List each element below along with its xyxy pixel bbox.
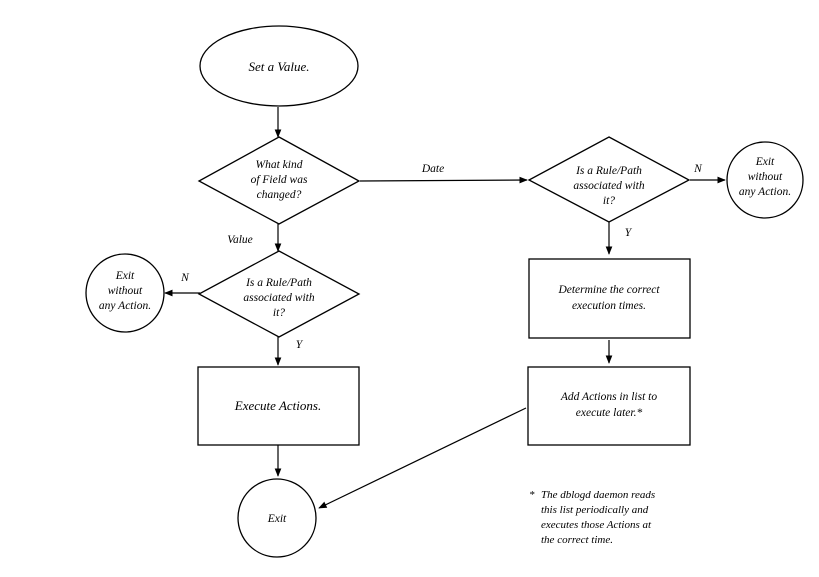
- footnote-line-1: The dblogd daemon reads: [541, 489, 655, 501]
- start-ellipse: [199, 25, 359, 107]
- add-actions-line-2: execute later.*: [576, 407, 643, 419]
- value-rule-decision: [197, 250, 361, 338]
- add-actions-box: [527, 366, 691, 446]
- exit-left-line-2: without: [108, 285, 143, 297]
- footnote-star: *: [529, 489, 535, 501]
- exit-left-line-3: any Action.: [99, 300, 151, 312]
- execute-actions-label: Execute Actions.: [234, 398, 321, 413]
- value-edge-label: Value: [227, 234, 253, 246]
- start-label: Set a Value.: [248, 59, 309, 74]
- exit-left-circle: [85, 253, 165, 333]
- determine-times-box: [528, 258, 691, 339]
- date-rule-line-3: it?: [603, 195, 615, 207]
- determine-times-line-1: Determine the correct: [557, 284, 660, 296]
- determine-times-line-2: execution times.: [572, 300, 646, 312]
- date-rule-decision: [527, 136, 691, 223]
- field-kind-line-2: of Field was: [251, 174, 308, 186]
- exit-left-line-1: Exit: [115, 270, 135, 282]
- execute-actions-box: [197, 366, 360, 446]
- right-yes-label: Y: [625, 227, 633, 239]
- footnote-line-4: the correct time.: [541, 534, 613, 546]
- add-actions-line-1: Add Actions in list to: [560, 391, 658, 403]
- left-no-label: N: [180, 272, 190, 284]
- exit-right-line-2: without: [748, 171, 783, 183]
- value-rule-line-1: Is a Rule/Path: [245, 277, 312, 289]
- left-yes-label: Y: [296, 339, 304, 351]
- field-kind-line-1: What kind: [256, 159, 303, 171]
- exit-right-circle: [726, 141, 804, 219]
- value-rule-line-3: it?: [273, 307, 285, 319]
- field-kind-decision: [197, 136, 361, 225]
- right-no-label: N: [693, 163, 703, 175]
- value-rule-line-2: associated with: [243, 292, 314, 304]
- edge-add-to-exit: [318, 407, 527, 509]
- footnote-line-2: this list periodically and: [541, 504, 649, 516]
- exit-right-line-1: Exit: [755, 156, 775, 168]
- edge-date: [359, 176, 528, 184]
- date-edge-label: Date: [421, 163, 444, 175]
- exit-right-line-3: any Action.: [739, 186, 791, 198]
- exit-final-label: Exit: [267, 513, 287, 525]
- footnote-line-3: executes those Actions at: [541, 519, 652, 531]
- date-rule-line-1: Is a Rule/Path: [575, 165, 642, 177]
- exit-final-circle: [237, 478, 317, 558]
- date-rule-line-2: associated with: [573, 180, 644, 192]
- field-kind-line-3: changed?: [257, 189, 302, 201]
